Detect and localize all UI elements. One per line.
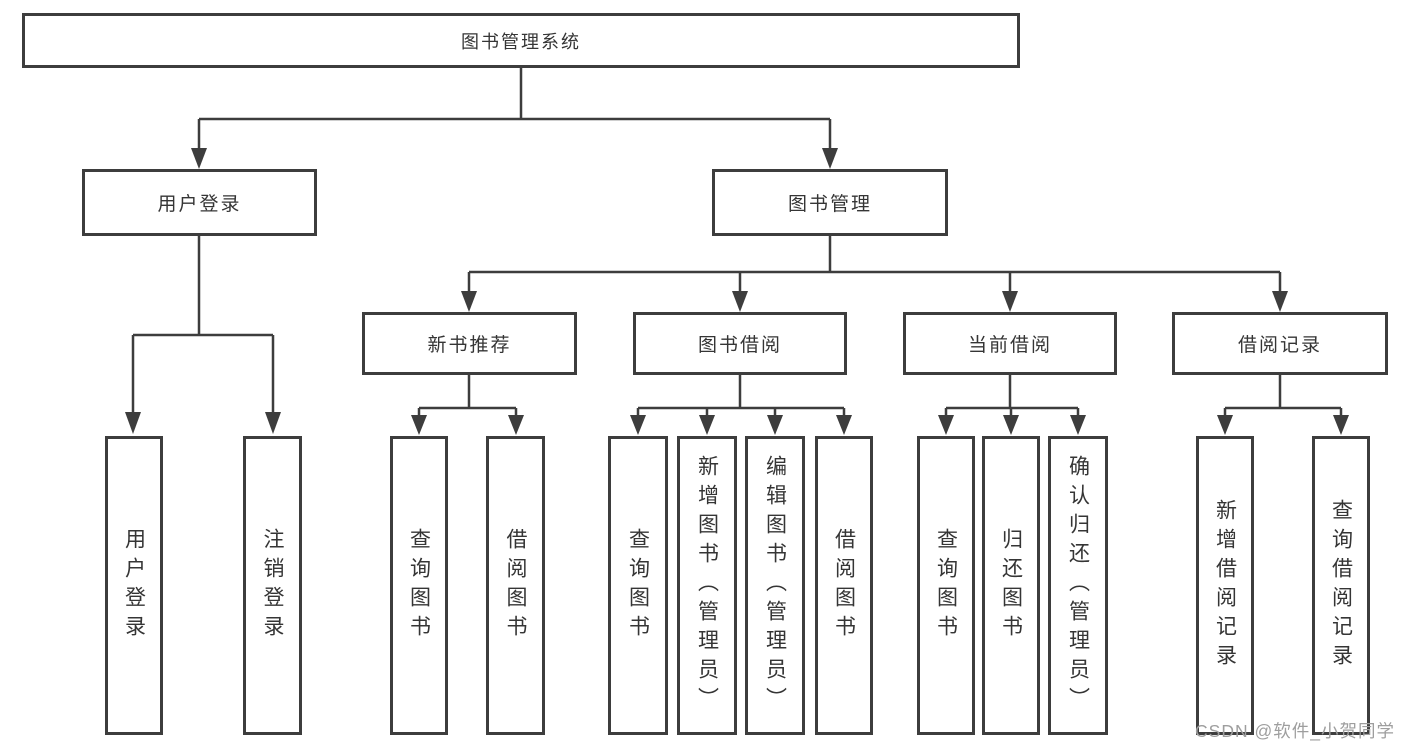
leaf-user-login-label: 用户登录 <box>122 527 146 644</box>
leaf-borrow-books: 借阅图书 <box>815 436 873 735</box>
node-current-borrow-label: 当前借阅 <box>967 335 1052 356</box>
leaf-edit-book-admin-label: 编辑图书（管理员） <box>763 455 787 716</box>
node-borrow-records: 借阅记录 <box>1172 312 1388 375</box>
node-new-book-recommend-label: 新书推荐 <box>427 335 512 356</box>
leaf-query-books-borrow-label: 查询图书 <box>626 527 650 644</box>
leaf-query-books-recommend-label: 查询图书 <box>407 527 431 644</box>
node-root-label: 图书管理系统 <box>461 31 581 52</box>
leaf-confirm-return-admin: 确认归还（管理员） <box>1048 436 1108 735</box>
node-root: 图书管理系统 <box>22 13 1020 68</box>
leaf-add-book-admin-label: 新增图书（管理员） <box>695 455 719 716</box>
csdn-watermark: CSDN @软件_小贺同学 <box>1195 721 1395 741</box>
leaf-logout: 注销登录 <box>243 436 302 735</box>
leaf-return-book-label: 归还图书 <box>999 527 1023 644</box>
leaf-user-login: 用户登录 <box>105 436 163 735</box>
leaf-borrow-books-recommend: 借阅图书 <box>486 436 545 735</box>
leaf-query-books-borrow: 查询图书 <box>608 436 668 735</box>
leaf-confirm-return-admin-label: 确认归还（管理员） <box>1066 455 1090 716</box>
leaf-borrow-books-label: 借阅图书 <box>832 527 856 644</box>
node-user-login: 用户登录 <box>82 169 317 236</box>
leaf-add-borrow-record: 新增借阅记录 <box>1196 436 1254 735</box>
node-book-management: 图书管理 <box>712 169 948 236</box>
leaf-add-borrow-record-label: 新增借阅记录 <box>1213 498 1237 673</box>
leaf-edit-book-admin: 编辑图书（管理员） <box>745 436 805 735</box>
leaf-return-book: 归还图书 <box>982 436 1040 735</box>
leaf-logout-label: 注销登录 <box>261 527 284 644</box>
node-book-borrow-label: 图书借阅 <box>697 335 782 356</box>
leaf-query-borrow-record-label: 查询借阅记录 <box>1329 498 1353 673</box>
leaf-query-books-current-label: 查询图书 <box>934 527 958 644</box>
leaf-query-borrow-record: 查询借阅记录 <box>1312 436 1370 735</box>
node-book-management-label: 图书管理 <box>787 194 872 215</box>
node-book-borrow: 图书借阅 <box>633 312 847 375</box>
leaf-borrow-books-recommend-label: 借阅图书 <box>504 527 527 644</box>
node-current-borrow: 当前借阅 <box>903 312 1117 375</box>
node-new-book-recommend: 新书推荐 <box>362 312 577 375</box>
node-borrow-records-label: 借阅记录 <box>1237 335 1322 356</box>
node-user-login-label: 用户登录 <box>157 194 242 215</box>
leaf-query-books-current: 查询图书 <box>917 436 975 735</box>
leaf-query-books-recommend: 查询图书 <box>390 436 448 735</box>
leaf-add-book-admin: 新增图书（管理员） <box>677 436 737 735</box>
